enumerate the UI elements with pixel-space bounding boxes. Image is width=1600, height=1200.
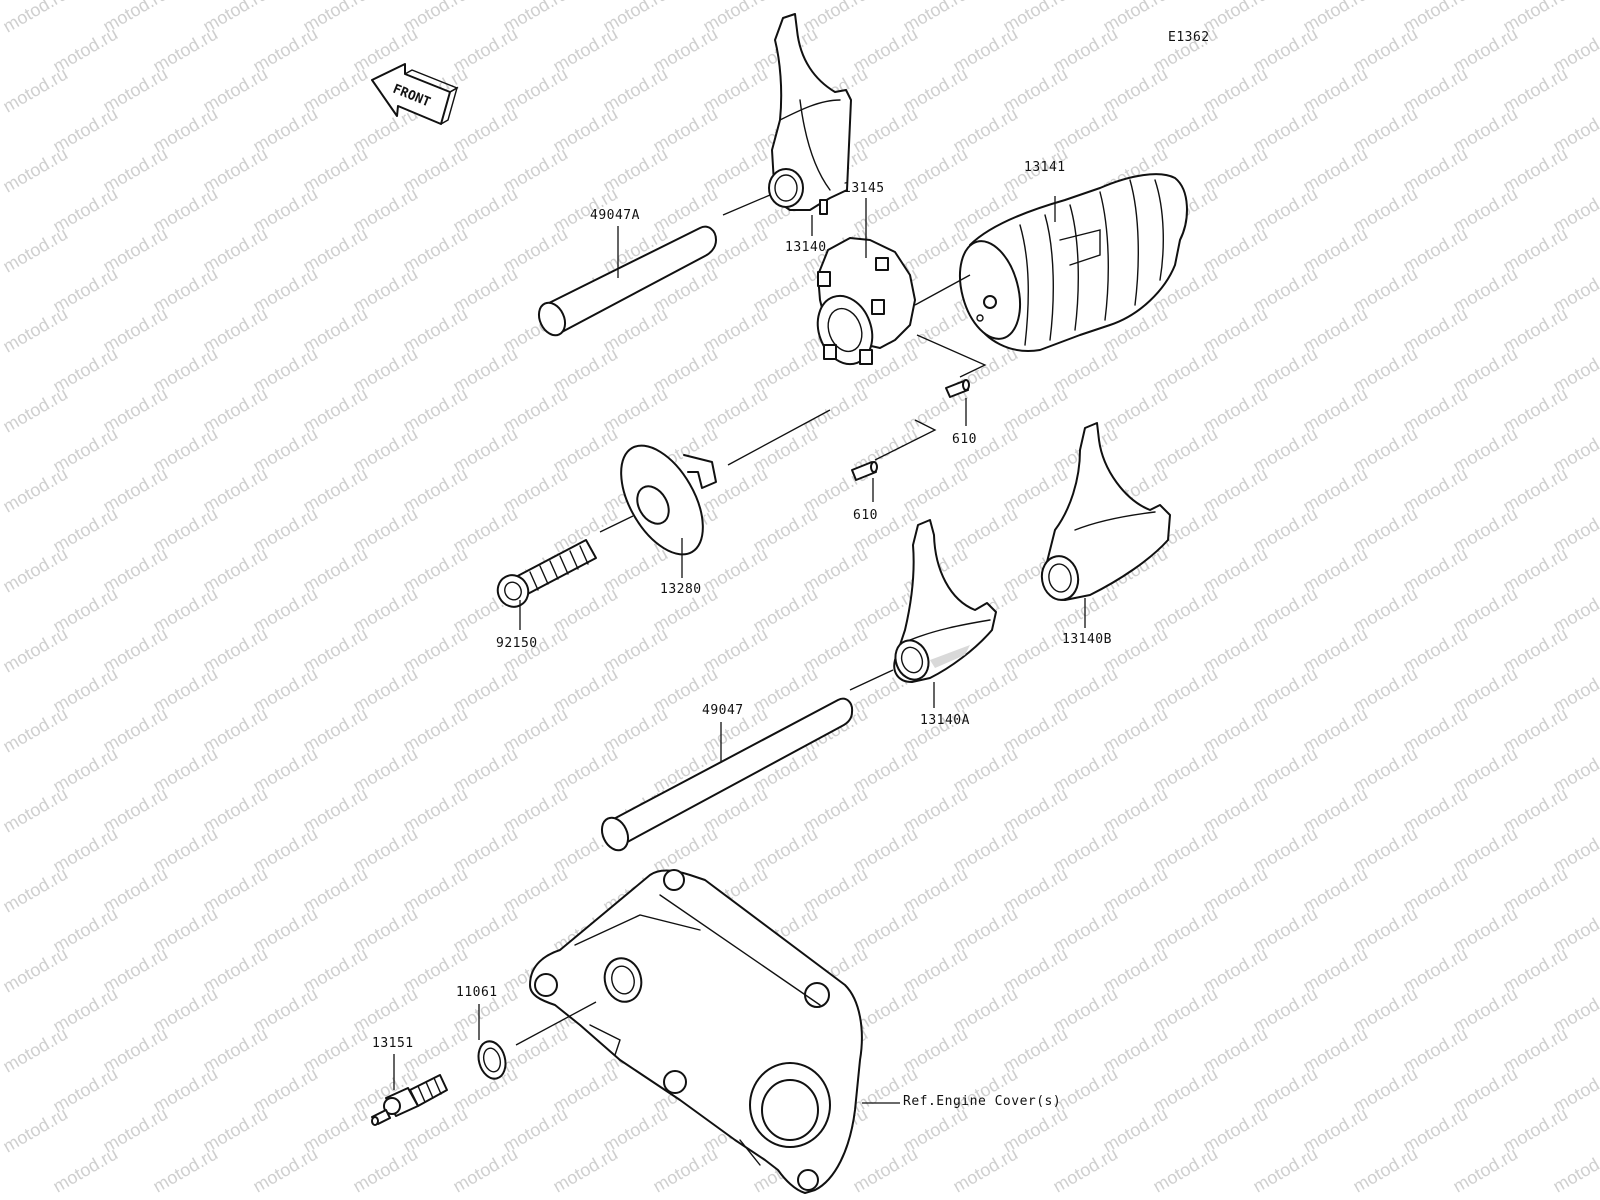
diagram-code: E1362 xyxy=(1168,30,1210,45)
part-label-610-upper: 610 xyxy=(952,432,977,447)
part-label-92150: 92150 xyxy=(496,636,538,651)
pin-leader-upper xyxy=(916,334,987,378)
pin-610-lower[interactable] xyxy=(851,461,878,481)
shift-fork-13140a[interactable] xyxy=(890,519,997,684)
part-label-11061: 11061 xyxy=(456,985,498,1000)
part-label-610-lower: 610 xyxy=(853,508,878,523)
pin-610-upper[interactable] xyxy=(945,379,970,398)
axis-line xyxy=(599,515,634,533)
shift-fork-13140[interactable] xyxy=(768,13,852,215)
fork-shaft-49047a[interactable] xyxy=(534,225,717,340)
drum-plate-13280[interactable] xyxy=(604,432,719,568)
engine-cover[interactable] xyxy=(529,869,863,1194)
part-label-13140b: 13140B xyxy=(1062,632,1112,647)
washer-11061[interactable] xyxy=(475,1038,510,1081)
axis-line xyxy=(914,274,971,306)
part-label-49047a: 49047A xyxy=(590,208,640,223)
part-label-13140a: 13140A xyxy=(920,713,970,728)
part-label-13141: 13141 xyxy=(1024,160,1066,175)
front-arrow-icon: FRONT xyxy=(371,63,459,125)
part-label-49047: 49047 xyxy=(702,703,744,718)
neutral-switch-13151[interactable] xyxy=(371,1074,448,1126)
drum-cam-13145[interactable] xyxy=(809,237,916,372)
axis-line xyxy=(727,409,831,466)
axis-line xyxy=(722,194,771,216)
axis-line xyxy=(515,1001,597,1046)
part-label-13145: 13145 xyxy=(843,181,885,196)
part-label-13140: 13140 xyxy=(785,240,827,255)
part-label-13151: 13151 xyxy=(372,1036,414,1051)
bolt-92150[interactable] xyxy=(492,539,597,612)
axis-line xyxy=(849,669,894,691)
shift-drum-13141[interactable] xyxy=(950,173,1188,352)
shift-fork-13140b[interactable] xyxy=(1038,422,1171,603)
part-label-13280: 13280 xyxy=(660,582,702,597)
pin-leader-lower xyxy=(874,419,937,461)
reference-note: Ref.Engine Cover(s) xyxy=(903,1094,1062,1109)
fork-shaft-49047[interactable] xyxy=(597,697,854,855)
